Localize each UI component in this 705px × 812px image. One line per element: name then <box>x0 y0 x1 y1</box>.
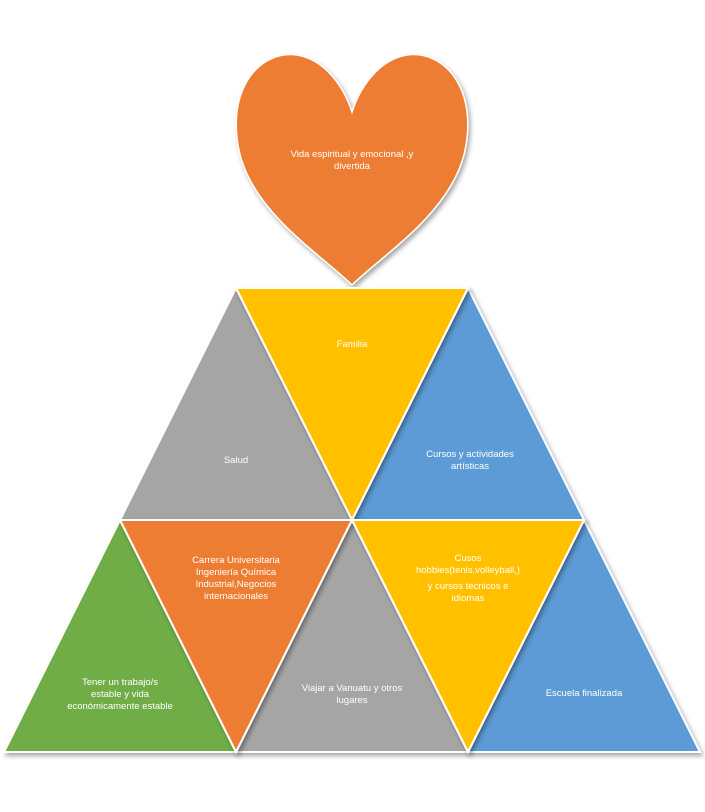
viajar-label-line-1: Viajar a Vanuatu y otros <box>301 683 403 694</box>
hobbies-label: Cusos hobbies(tenis,volleyball,) y curso… <box>393 553 543 605</box>
hobbies-label-line-1: Cusos <box>454 553 482 564</box>
trabajo-label: Tener un trabajo/s estable y vida económ… <box>55 677 185 713</box>
viajar-label-line-2: lugares <box>336 695 368 706</box>
escuela-label-line-1: Escuela finalizada <box>545 688 623 699</box>
hobbies-label-line-2: hobbies(tenis,volleyball,) <box>415 565 521 576</box>
cursos-artisticas-label-line-1: Cursos y actividades <box>426 449 514 460</box>
viajar-label: Viajar a Vanuatu y otros lugares <box>287 683 417 707</box>
hobbies-triangle <box>350 519 586 755</box>
salud-label-line-1: Salud <box>223 455 249 466</box>
trabajo-label-line-1: Tener un trabajo/s <box>81 677 159 688</box>
hobbies-label-line-4: idiomas <box>451 593 485 604</box>
familia-triangle <box>234 287 470 523</box>
carrera-label-line-2: Ingeniería Química <box>195 567 277 578</box>
heart-label: Vida espiritual y emocional ,y divertida <box>262 149 442 173</box>
heart-shape <box>235 53 469 287</box>
heart-label-line-1: Vida espiritual y emocional ,y <box>290 149 414 160</box>
familia-label-line-1: Familia <box>336 339 368 350</box>
salud-label: Salud <box>186 455 286 467</box>
carrera-label-line-3: Industrial,Negocios <box>195 579 277 590</box>
carrera-label: Carrera Universitaria Ingeniería Química… <box>171 555 301 603</box>
hobbies-label-line-3: y cursos tecnicos e <box>427 581 509 592</box>
trabajo-label-line-3: económicamente estable <box>67 701 173 712</box>
trabajo-label-line-2: estable y vida <box>90 689 150 700</box>
cursos-artisticas-label-line-2: artísticas <box>450 461 489 472</box>
escuela-label: Escuela finalizada <box>524 688 644 700</box>
carrera-label-line-4: internacionales <box>204 591 268 602</box>
cursos-artisticas-label: Cursos y actividades artísticas <box>405 449 535 473</box>
heart-label-line-2: divertida <box>334 161 370 172</box>
familia-label: Familia <box>292 339 412 351</box>
carrera-triangle <box>118 519 354 755</box>
carrera-label-line-1: Carrera Universitaria <box>192 555 280 566</box>
